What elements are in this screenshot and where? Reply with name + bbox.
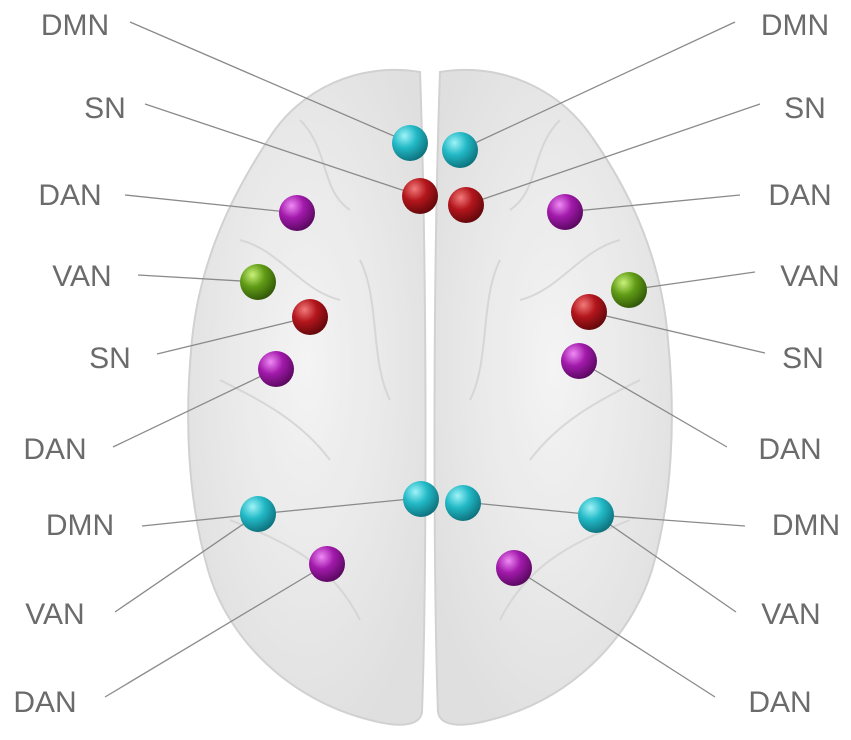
leader-line-r-dmn-front xyxy=(459,21,736,151)
node-label-r-dan-front: DAN xyxy=(768,179,831,212)
node-label-r-dmn-post: DMN xyxy=(772,509,840,542)
leader-line-l-van-mid xyxy=(137,274,259,283)
node-sphere-l-dan-post xyxy=(309,546,345,582)
node-label-r-van-post: VAN xyxy=(761,598,820,631)
node-sphere-r-dan-post xyxy=(496,550,532,586)
node-label-l-sn-mid: SN xyxy=(89,342,131,375)
node-label-r-sn-front: SN xyxy=(784,92,826,125)
leader-line-r-dan-mid xyxy=(578,360,728,448)
node-spheres xyxy=(240,125,647,586)
node-sphere-l-dmn-front xyxy=(392,125,428,161)
leader-lines xyxy=(104,21,766,698)
leader-line-r-van-mid xyxy=(628,271,756,291)
node-sphere-l-dan-mid xyxy=(258,351,294,387)
node-sphere-l-dmn-post xyxy=(240,496,276,532)
node-label-r-sn-mid: SN xyxy=(782,342,824,375)
leader-line-l-van-post xyxy=(114,513,259,613)
node-sphere-r-dmn-post xyxy=(578,497,614,533)
node-label-l-van-mid: VAN xyxy=(52,260,111,293)
node-sphere-r-sn-mid xyxy=(571,294,607,330)
node-sphere-l-van-mid xyxy=(240,264,276,300)
leader-line-ext-l-dmn-post xyxy=(257,497,421,515)
node-label-l-dan-front: DAN xyxy=(38,179,101,212)
node-sphere-r-dan-mid xyxy=(561,343,597,379)
leader-line-l-sn-mid xyxy=(156,316,311,355)
leader-line-l-sn-front xyxy=(144,103,421,197)
leader-line-r-dan-front xyxy=(564,194,741,213)
leader-line-l-dmn-front xyxy=(129,21,411,144)
node-label-l-dan-mid: DAN xyxy=(23,433,86,466)
leader-line-r-sn-mid xyxy=(588,311,766,354)
node-label-l-sn-front: SN xyxy=(84,92,126,125)
leader-line-r-sn-front xyxy=(465,103,761,206)
node-label-r-dmn-front: DMN xyxy=(761,9,829,42)
node-sphere-r-dan-front xyxy=(547,194,583,230)
node-label-r-dan-mid: DAN xyxy=(758,433,821,466)
node-sphere-l-dan-front xyxy=(279,195,315,231)
node-labels: DMN DMN SN SN DAN DAN VAN VAN SN SN DAN DAN DMN DMN VA… xyxy=(13,9,840,719)
node-sphere-l-sn-mid xyxy=(292,299,328,335)
leader-line-r-dmn-post xyxy=(595,514,746,527)
node-label-l-dmn-post: DMN xyxy=(46,509,114,542)
node-label-l-dmn-front: DMN xyxy=(41,9,109,42)
brain-outline xyxy=(187,68,673,726)
node-sphere-r-sn-front xyxy=(448,187,484,223)
gyri-texture xyxy=(219,119,641,621)
node-sphere-l-sn-front xyxy=(402,178,438,214)
leader-line-l-dan-post xyxy=(104,563,328,698)
node-sphere-medial-r-dmn-post xyxy=(445,485,481,521)
node-label-r-dan-post: DAN xyxy=(748,686,811,719)
node-label-l-van-post: VAN xyxy=(25,598,84,631)
leader-line-r-van-post xyxy=(595,514,737,613)
leader-line-l-dmn-post xyxy=(141,513,259,527)
node-sphere-medial-l-dmn-post xyxy=(403,481,439,517)
node-sphere-r-van-mid xyxy=(611,272,647,308)
leader-line-l-dan-mid xyxy=(112,368,277,448)
leader-line-ext-r-dmn-post xyxy=(462,501,597,516)
node-label-r-van-mid: VAN xyxy=(780,260,839,293)
leader-line-r-dan-post xyxy=(513,567,716,698)
right-hemisphere xyxy=(433,68,673,726)
leader-line-l-dan-front xyxy=(124,194,298,214)
node-sphere-r-dmn-front xyxy=(442,132,478,168)
node-label-l-dan-post: DAN xyxy=(13,686,76,719)
left-hemisphere xyxy=(187,68,427,726)
